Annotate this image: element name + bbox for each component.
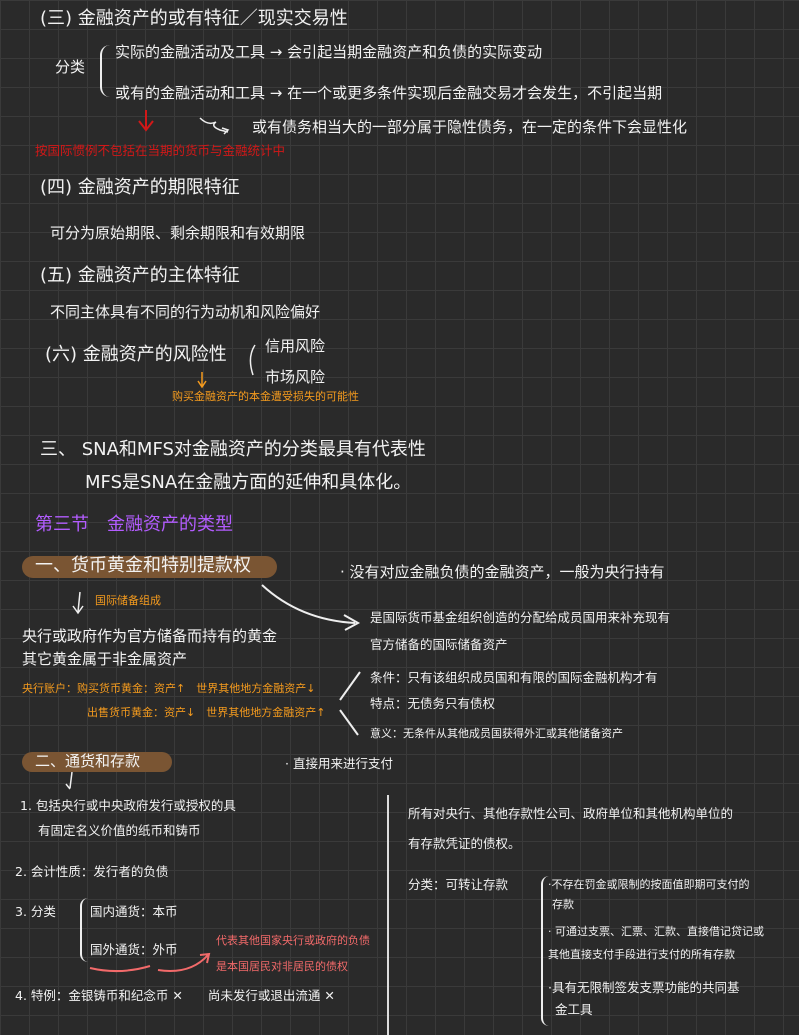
section-4-title: (四) 金融资产的期限特征 (40, 177, 240, 198)
bullet-3b: 金工具 (555, 1002, 593, 1017)
bullet-3a: ·具有无限制签发支票功能的共同基 (548, 980, 740, 995)
account-buy: 央行账户：购买货币黄金：资产↑ 世界其他地方金融资产↓ (22, 682, 316, 695)
item-3: 3. 分类 (15, 904, 56, 919)
item-1b: 有固定名义价值的纸币和铸币 (38, 823, 201, 838)
foreign-currency: 国外通货：外币 (90, 942, 178, 957)
brace (100, 45, 110, 97)
gold-point: · 没有对应金融负债的金融资产，一般为央行持有 (340, 563, 665, 581)
section-5-title: (五) 金融资产的主体特征 (40, 265, 240, 286)
pink-note-1: 代表其他国家央行或政府的负债 (216, 934, 370, 947)
credit-risk: 信用风险 (265, 337, 326, 355)
sdr-condition: 条件：只有该组织成员国和有限的国际金融机构才有 (370, 670, 658, 685)
market-risk: 市场风险 (265, 368, 326, 386)
bullet-2b: 其他直接支付手段进行支付的所有存款 (548, 948, 735, 961)
section-6-title: (六) 金融资产的风险性 (45, 344, 227, 365)
highlight (22, 556, 277, 578)
sdr-feature: 特点：无债务只有债权 (370, 696, 496, 711)
sna-line-2: MFS是SNA在金融方面的延伸和具体化。 (85, 472, 412, 493)
bullet-1b: 存款 (552, 898, 574, 911)
sdr-def-2: 官方储备的国际储备资产 (370, 637, 508, 652)
gold-def-2: 其它黄金属于非金属资产 (22, 650, 188, 668)
deposit-def-2: 有存款凭证的债权。 (408, 836, 521, 851)
sdr-meaning: 意义：无条件从其他成员国获得外汇或其他储备资产 (370, 727, 623, 740)
gold-title: 一、货币黄金和特别提款权 (35, 555, 251, 576)
cash-title: 二、通货和存款 (35, 752, 141, 770)
account-sell: 出售货币黄金：资产↓ 世界其他地方金融资产↑ (87, 706, 326, 719)
gold-def-1: 央行或政府作为官方储备而持有的黄金 (22, 627, 278, 645)
reserve-note: 国际储备组成 (95, 594, 161, 607)
contingent-note: 或有债务相当大的一部分属于隐性债务，在一定的条件下会显性化 (252, 118, 688, 136)
section-3-title: (三) 金融资产的或有特征／现实交易性 (40, 8, 348, 29)
highlight (22, 752, 172, 772)
bullet-1a: ·不存在罚金或限制的按面值即期可支付的 (548, 878, 750, 891)
brace (80, 898, 88, 962)
deposit-def-1: 所有对央行、其他存款性公司、政府单位和其他机构单位的 (408, 806, 734, 821)
risk-note: 购买金融资产的本金遭受损失的可能性 (172, 390, 359, 403)
domestic-currency: 国内通货：本币 (90, 904, 178, 919)
red-note: 按国际惯例不包括在当期的货币与金融统计中 (35, 143, 286, 158)
item-1a: 1. 包括央行或中央政府发行或授权的具 (20, 798, 236, 813)
deposit-class: 分类：可转让存款 (408, 877, 509, 892)
item-2: 2. 会计性质：发行者的负债 (15, 864, 169, 879)
actual-line: 实际的金融活动及工具 → 会引起当期金融资产和负债的实际变动 (115, 43, 543, 61)
classify-label: 分类 (55, 58, 86, 76)
pink-note-2: 是本国居民对非居民的债权 (216, 960, 348, 973)
chapter-title: 第三节 金融资产的类型 (35, 514, 233, 535)
cash-point: · 直接用来进行支付 (285, 756, 393, 771)
sna-line-1: 三、 SNA和MFS对金融资产的分类最具有代表性 (40, 439, 426, 460)
contingent-line: 或有的金融活动和工具 → 在一个或更多条件实现后金融交易才会发生，不引起当期 (115, 84, 663, 102)
sdr-def-1: 是国际货币基金组织创造的分配给成员国用来补充现有 (370, 610, 671, 625)
bullet-2a: · 可通过支票、汇票、汇款、直接借记贷记或 (548, 925, 764, 938)
brace (541, 876, 549, 1026)
item-4: 4. 特例：金银铸币和纪念币 ✕ 尚未发行或退出流通 ✕ (15, 988, 335, 1003)
section-4-body: 可分为原始期限、剩余期限和有效期限 (50, 224, 306, 242)
section-5-body: 不同主体具有不同的行为动机和风险偏好 (50, 303, 321, 321)
